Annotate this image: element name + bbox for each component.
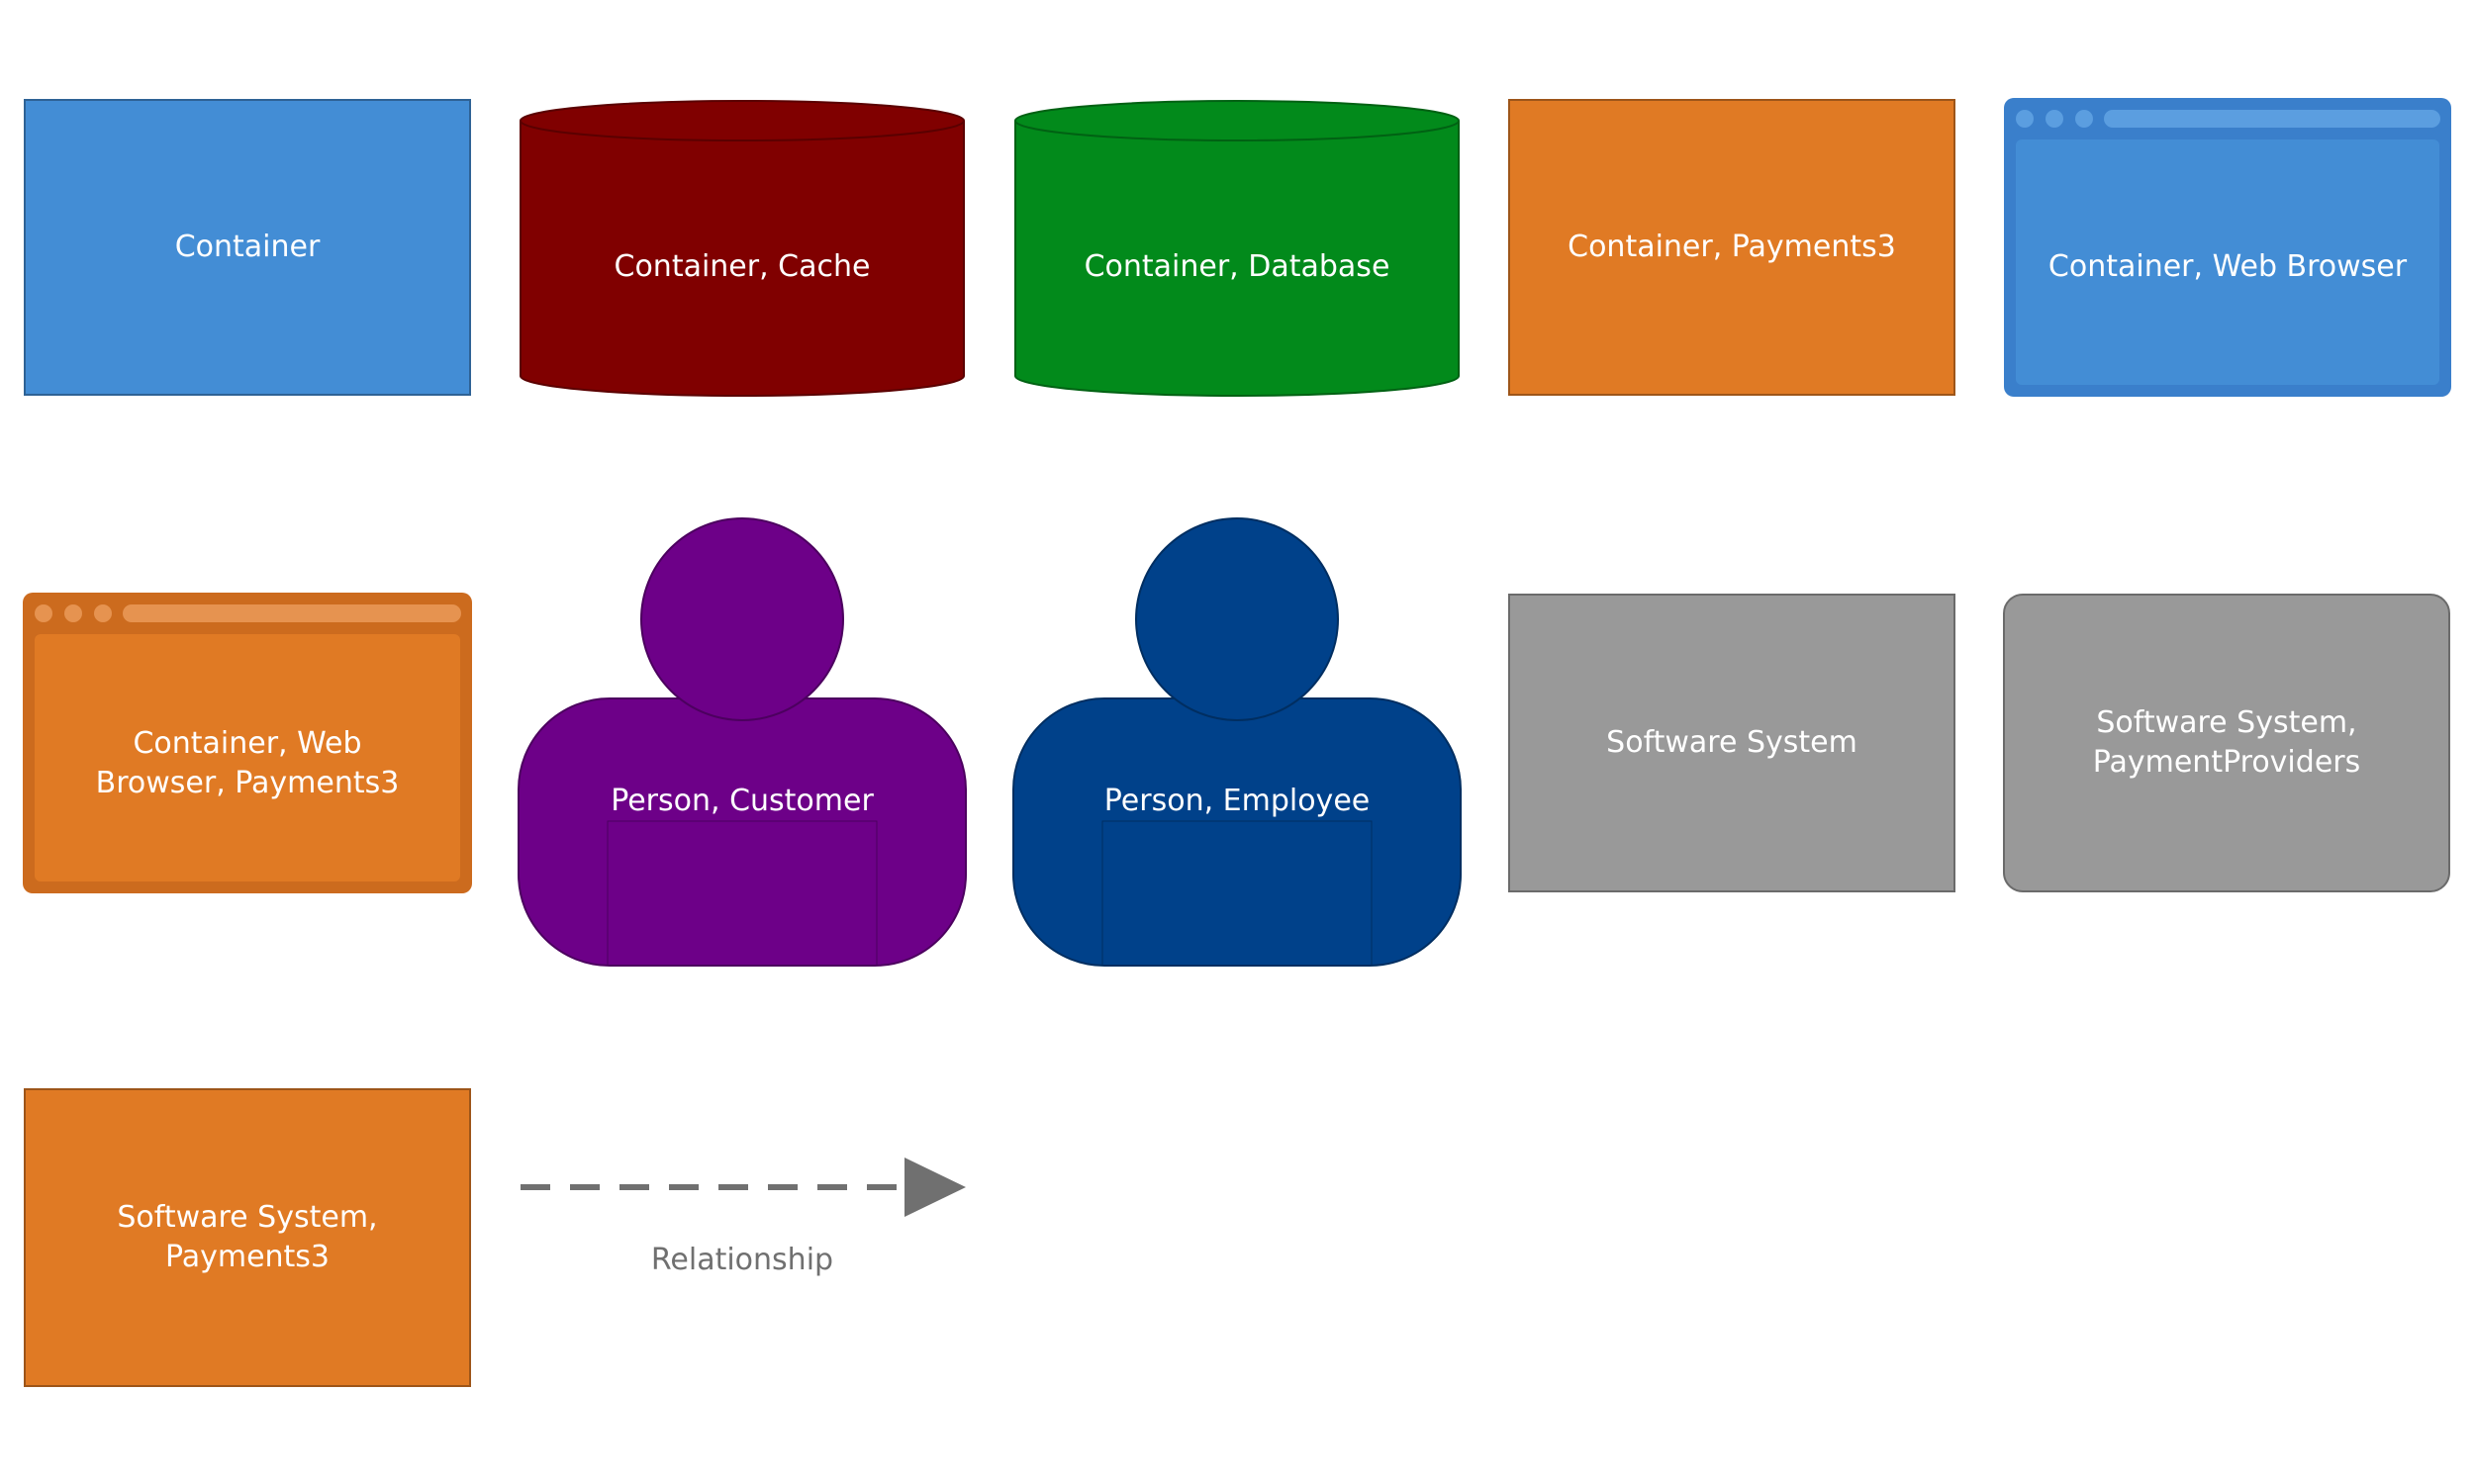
- legend-container-cache-label: Container, Cache: [614, 249, 871, 284]
- legend-software-system-payment-providers[interactable]: Software System, PaymentProviders: [2003, 594, 2450, 892]
- legend-container-payments3[interactable]: Container, Payments3: [1508, 99, 1955, 396]
- legend-person-customer-label: Person, Customer: [611, 784, 874, 818]
- legend-software-system-payments3-label: Software System, Payments3: [117, 1200, 378, 1274]
- legend-software-system-payment-providers-label: Software System, PaymentProviders: [2092, 705, 2361, 780]
- legend-container-label: Container: [174, 230, 321, 264]
- cylinder-shape: [1014, 100, 1460, 397]
- legend-container-web-browser[interactable]: Container, Web Browser: [2003, 97, 2452, 398]
- legend-software-system-payments3[interactable]: Software System, Payments3: [24, 1088, 471, 1387]
- legend-relationship[interactable]: Relationship: [519, 1148, 966, 1306]
- legend-software-system-label: Software System: [1606, 725, 1857, 760]
- legend-container-web-browser-label: Container, Web Browser: [2047, 249, 2408, 284]
- legend-person-employee-label: Person, Employee: [1103, 784, 1371, 818]
- browser-window-shape: [23, 593, 472, 893]
- legend-container-web-browser-payments3[interactable]: Container, Web Browser, Payments3: [22, 592, 473, 894]
- legend-software-system[interactable]: Software System: [1508, 594, 1955, 892]
- browser-window-shape: [2004, 98, 2451, 397]
- legend-relationship-label: Relationship: [650, 1243, 834, 1277]
- legend-container-cache[interactable]: Container, Cache: [519, 99, 966, 398]
- person-shape: [1012, 517, 1462, 967]
- legend-container-database-label: Container, Database: [1084, 249, 1390, 284]
- legend-container-web-browser-payments3-label: Container, Web Browser, Payments3: [95, 726, 400, 800]
- person-shape: [518, 517, 967, 967]
- legend-container-payments3-label: Container, Payments3: [1568, 230, 1896, 264]
- legend-container-database[interactable]: Container, Database: [1013, 99, 1461, 398]
- legend-container[interactable]: Container: [24, 99, 471, 396]
- dashed-arrow: [521, 1158, 966, 1217]
- legend-person-employee[interactable]: Person, Employee: [1011, 514, 1463, 968]
- cylinder-shape: [520, 100, 965, 397]
- legend-person-customer[interactable]: Person, Customer: [517, 514, 968, 968]
